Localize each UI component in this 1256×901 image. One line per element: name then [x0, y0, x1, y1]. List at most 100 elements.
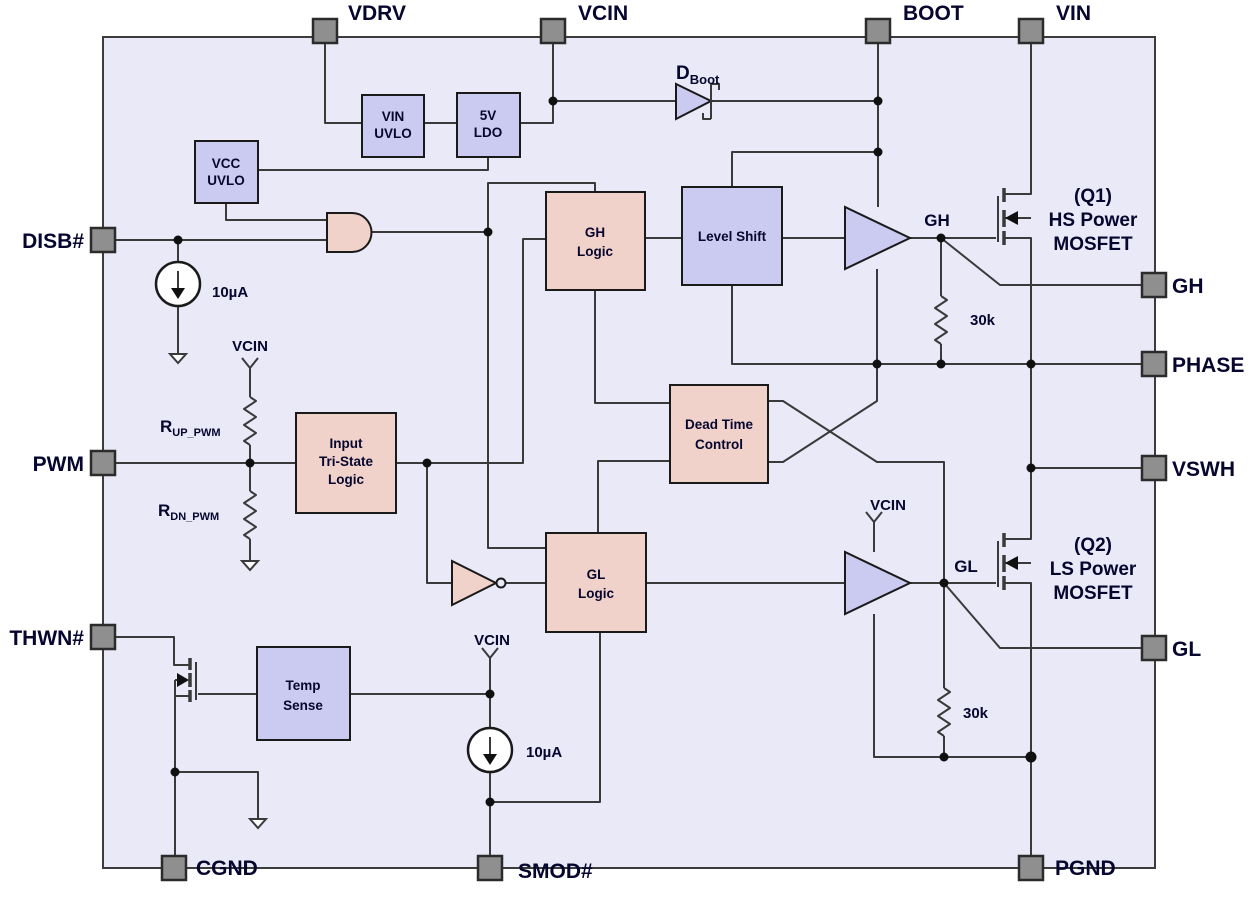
block-dead-time: Dead Time Control — [669, 384, 769, 484]
q1-line2: HS Power — [1049, 210, 1138, 231]
pin-gl: GL — [1140, 634, 1201, 662]
and-gate-icon — [326, 212, 373, 253]
dead-time-label-2: Control — [695, 437, 743, 452]
block-level-shift: Level Shift — [681, 186, 783, 286]
mosfet-q2-icon — [997, 533, 1031, 590]
vcc-uvlo-label-2: UVLO — [207, 173, 245, 188]
gh-driver-buffer-icon — [844, 205, 913, 271]
level-shift-label: Level Shift — [698, 229, 767, 244]
current-source-disb-icon — [154, 260, 202, 308]
dead-time-label-1: Dead Time — [685, 417, 754, 432]
vcin-antenna-smod-icon — [481, 647, 499, 666]
pin-gl-label: GL — [1172, 638, 1201, 661]
rdn-label: RDN_PWM — [158, 501, 219, 523]
pin-vcin-label: VCIN — [578, 2, 628, 25]
vcin-gl-label: VCIN — [870, 497, 906, 514]
q1-designator: (Q1) — [1074, 186, 1112, 207]
block-gl-logic: GL Logic — [545, 532, 647, 633]
pin-gh-label: GH — [1172, 275, 1204, 298]
vcc-uvlo-label-1: VCC — [212, 156, 241, 171]
pin-thwn: THWN# — [9, 623, 117, 651]
current-source-smod-icon — [466, 726, 514, 774]
block-temp-sense: Temp Sense — [256, 646, 351, 741]
pin-smod: SMOD# — [476, 854, 593, 883]
gl-logic-label-2: Logic — [578, 586, 614, 601]
rup-label: RUP_PWM — [160, 417, 221, 439]
ismod-value: 10µA — [526, 744, 562, 761]
q2-line3: MOSFET — [1053, 583, 1133, 604]
wires — [115, 43, 1142, 856]
pin-cgnd: CGND — [160, 854, 258, 882]
gl-logic-label-1: GL — [587, 567, 606, 582]
vin-uvlo-label-2: UVLO — [374, 126, 412, 141]
tri-state-label-1: Input — [330, 436, 363, 451]
block-5v-ldo: 5V LDO — [456, 92, 521, 158]
pin-disb-label: DISB# — [22, 230, 84, 253]
gh-logic-label-1: GH — [585, 225, 605, 240]
junction-dots — [170, 96, 1037, 807]
pin-pgnd-label: PGND — [1055, 857, 1116, 880]
ground-disb-icon — [167, 353, 189, 365]
gh-logic-label-2: Logic — [577, 244, 613, 259]
q2-label-group: (Q2) LS Power MOSFET — [1050, 535, 1137, 604]
pin-phase-label: PHASE — [1172, 354, 1244, 377]
r30k-gh-value: 30k — [970, 312, 996, 329]
dboot-label: DBoot — [676, 63, 720, 87]
q2-designator: (Q2) — [1074, 535, 1112, 556]
pin-boot: BOOT — [864, 2, 964, 45]
pin-phase: PHASE — [1140, 350, 1244, 378]
boot-diode-icon — [675, 82, 720, 121]
block-vin-uvlo: VIN UVLO — [361, 94, 425, 158]
pin-thwn-label: THWN# — [9, 627, 84, 650]
pin-vdrv-label: VDRV — [348, 2, 406, 25]
pin-smod-label: SMOD# — [518, 860, 593, 883]
vcin-pwm-label: VCIN — [232, 338, 268, 355]
pin-vin-label: VIN — [1056, 2, 1091, 25]
q1-label-group: (Q1) HS Power MOSFET — [1049, 186, 1138, 255]
pin-vin: VIN — [1017, 2, 1091, 45]
pin-boot-label: BOOT — [903, 2, 964, 25]
ldo-label-2: LDO — [474, 125, 503, 140]
q2-line2: LS Power — [1050, 559, 1137, 580]
tri-state-label-2: Tri-State — [319, 454, 374, 469]
resistor-30k-gl-icon — [937, 687, 951, 737]
gl-driver-buffer-icon — [844, 550, 913, 616]
pin-vswh: VSWH — [1140, 454, 1235, 482]
vin-uvlo-label-1: VIN — [382, 109, 405, 124]
temp-sense-label-2: Sense — [283, 698, 323, 713]
temp-sense-label-1: Temp — [285, 678, 320, 693]
ground-pwm-icon — [239, 560, 261, 572]
block-tri-state: Input Tri-State Logic — [295, 412, 397, 514]
block-gh-logic: GH Logic — [545, 191, 646, 291]
pin-vcin: VCIN — [539, 2, 628, 45]
pin-pgnd: PGND — [1017, 854, 1116, 882]
r30k-gl-value: 30k — [963, 705, 989, 722]
q1-line3: MOSFET — [1053, 234, 1133, 255]
ground-thwn-icon — [247, 818, 269, 830]
ic-outline — [102, 36, 1156, 869]
pin-pwm-label: PWM — [33, 453, 84, 476]
resistor-rup-icon — [243, 396, 257, 446]
annotations: DBoot 10µA 10µA RUP_PWM RDN_PWM 30k 30k … — [158, 63, 1138, 761]
resistor-rdn-icon — [243, 490, 257, 540]
vcin-antenna-gl-icon — [865, 511, 883, 530]
ldo-label-1: 5V — [480, 108, 497, 123]
idisb-value: 10µA — [212, 284, 248, 301]
pin-vswh-label: VSWH — [1172, 458, 1235, 481]
thermal-mosfet-icon — [177, 658, 197, 702]
pin-gh: GH — [1140, 271, 1204, 299]
resistor-30k-gh-icon — [934, 295, 948, 345]
inverter-icon — [451, 559, 507, 607]
pin-cgnd-label: CGND — [196, 857, 258, 880]
mosfet-q1-icon — [997, 188, 1031, 245]
pin-vdrv: VDRV — [311, 2, 406, 45]
vcin-antenna-pwm-icon — [241, 357, 259, 380]
pin-pwm: PWM — [33, 449, 117, 477]
gh-node-label: GH — [924, 211, 950, 230]
gl-node-label: GL — [954, 557, 978, 576]
vcin-smod-label: VCIN — [474, 632, 510, 649]
pin-disb: DISB# — [22, 226, 117, 254]
block-vcc-uvlo: VCC UVLO — [194, 140, 259, 204]
